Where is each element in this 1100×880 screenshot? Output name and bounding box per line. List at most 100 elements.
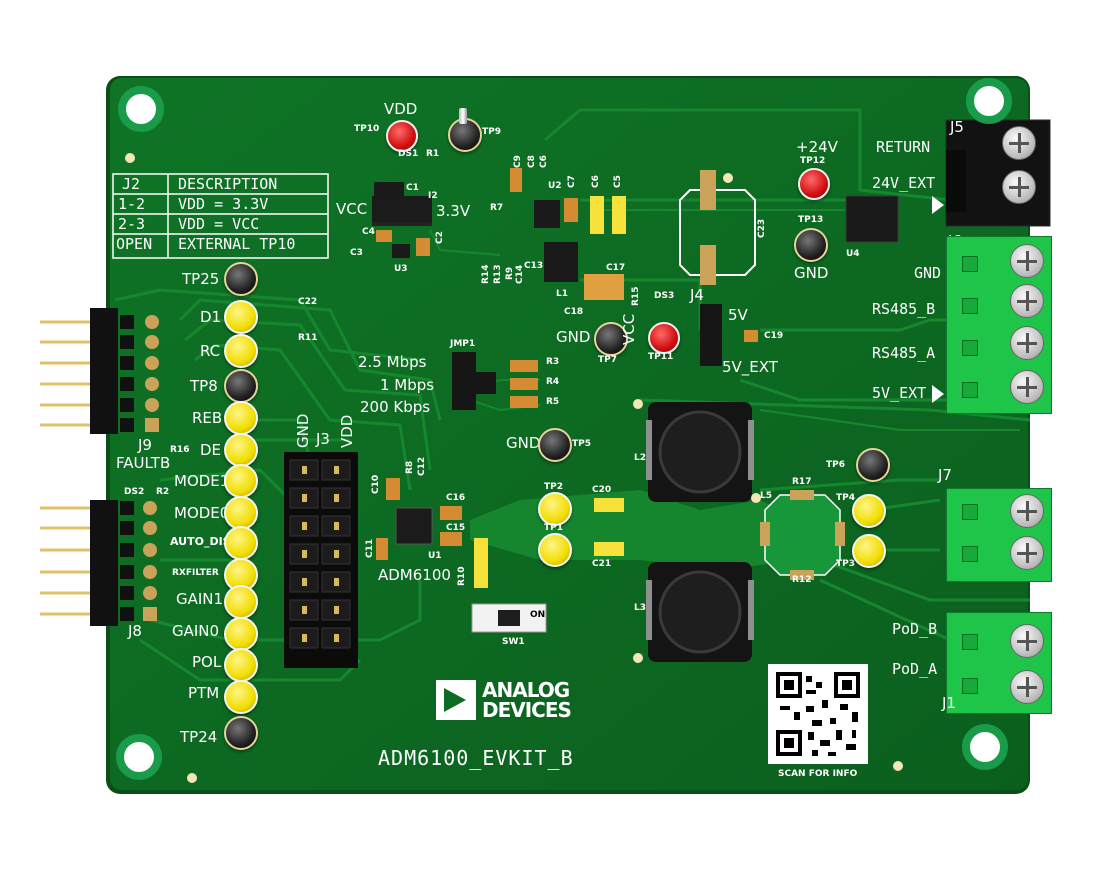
refdes-r3: R3 xyxy=(546,357,560,367)
label-gain0: GAIN0 xyxy=(172,622,220,640)
screw-j5-2[interactable] xyxy=(1002,170,1036,204)
label-tp7: TP7 xyxy=(598,355,617,365)
test-point-tp13[interactable] xyxy=(794,228,828,262)
refdes-c5: C5 xyxy=(613,175,623,188)
test-point-tp7[interactable] xyxy=(594,322,628,356)
label-j3-vdd: VDD xyxy=(338,414,356,448)
table-row-1-value: VDD = 3.3V xyxy=(178,195,269,213)
board-name: ADM6100_EVKIT_B xyxy=(378,746,574,770)
refdes-u2: U2 xyxy=(548,181,562,191)
table-row-3-value: EXTERNAL TP10 xyxy=(178,235,296,253)
label-de: DE xyxy=(200,441,222,459)
test-point-tp12[interactable] xyxy=(798,168,830,200)
refdes-u3: U3 xyxy=(394,264,408,274)
tab-j6-2 xyxy=(962,298,978,314)
label-24v-ext: 24V_EXT xyxy=(872,174,936,192)
test-point-tp1[interactable] xyxy=(538,533,572,567)
label-j6-gnd: GND xyxy=(914,264,942,282)
test-point-gain0[interactable] xyxy=(224,617,258,651)
test-point-gain1[interactable] xyxy=(224,585,258,619)
screw-j7-2[interactable] xyxy=(1010,536,1044,570)
test-point-auto-dis[interactable] xyxy=(224,526,258,560)
label-sw1: SW1 xyxy=(502,637,525,647)
refdes-r2: R2 xyxy=(156,487,170,497)
screw-j6-3[interactable] xyxy=(1010,326,1044,360)
label-mode0: MODE0 xyxy=(174,504,230,522)
tab-j6-3 xyxy=(962,340,978,356)
mounting-hole-bottom-left xyxy=(116,734,162,780)
refdes-r13: R13 xyxy=(493,264,503,284)
screw-j6-2[interactable] xyxy=(1010,284,1044,318)
label-rate-2-5mbps: 2.5 Mbps xyxy=(358,353,427,371)
refdes-r16: R16 xyxy=(170,445,190,455)
test-point-tp24[interactable] xyxy=(224,716,258,750)
label-tp25: TP25 xyxy=(182,270,220,288)
label-tp1: TP1 xyxy=(544,523,563,533)
screw-j6-4[interactable] xyxy=(1010,370,1044,404)
label-faultb: FAULTB xyxy=(116,454,171,472)
test-point-reb[interactable] xyxy=(224,401,258,435)
label-auto-dis: AUTO_DIS xyxy=(170,535,231,548)
refdes-c15: C15 xyxy=(446,523,466,533)
refdes-c19: C19 xyxy=(764,331,784,341)
table-row-2-key: 2-3 xyxy=(118,215,146,233)
screw-j6-1[interactable] xyxy=(1010,244,1044,278)
label-rate-1mbps: 1 Mbps xyxy=(380,376,435,394)
refdes-c8: C8 xyxy=(527,155,537,168)
screw-j1-2[interactable] xyxy=(1010,670,1044,704)
test-point-mode1[interactable] xyxy=(224,464,258,498)
refdes-c1: C1 xyxy=(406,183,419,193)
pin-header-j9 xyxy=(40,308,159,434)
mounting-hole-top-left xyxy=(118,86,164,132)
test-point-ptm[interactable] xyxy=(224,680,258,714)
tab-j1-2 xyxy=(962,678,978,694)
test-point-tp25[interactable] xyxy=(224,262,258,296)
refdes-r5: R5 xyxy=(546,397,560,407)
refdes-u1: U1 xyxy=(428,551,442,561)
screw-j7-1[interactable] xyxy=(1010,494,1044,528)
test-point-tp2[interactable] xyxy=(538,492,572,526)
label-5v-ext: 5V_EXT xyxy=(872,384,927,402)
test-point-tp10[interactable] xyxy=(386,120,418,152)
label-pol: POL xyxy=(192,653,222,671)
switch-sw1[interactable] xyxy=(471,603,547,633)
label-j2-vcc: VCC xyxy=(336,200,368,218)
logo-analog: ANALOG xyxy=(482,678,570,702)
refdes-r14: R14 xyxy=(481,264,491,284)
test-point-pol[interactable] xyxy=(224,648,258,682)
refdes-r8: R8 xyxy=(405,460,415,474)
test-point-rc[interactable] xyxy=(224,334,258,368)
refdes-l5: L5 xyxy=(760,491,772,501)
c23-footprint xyxy=(679,170,756,285)
test-point-tp11[interactable] xyxy=(648,322,680,354)
label-pod-b: PoD_B xyxy=(892,620,938,638)
test-point-tp3[interactable] xyxy=(852,534,886,568)
label-tp9: TP9 xyxy=(482,127,501,137)
test-point-de[interactable] xyxy=(224,433,258,467)
test-point-mode0[interactable] xyxy=(224,496,258,530)
vias xyxy=(125,153,903,783)
jumper-table-frame xyxy=(112,173,329,259)
ic-u2 xyxy=(534,200,560,228)
refdes-c13: C13 xyxy=(524,261,544,271)
test-point-tp5[interactable] xyxy=(538,428,572,462)
refdes-r7: R7 xyxy=(490,203,504,213)
test-point-tp8[interactable] xyxy=(224,369,258,403)
refdes-r1: R1 xyxy=(426,149,440,159)
test-point-tp6[interactable] xyxy=(856,448,890,482)
label-rxfilter: RXFILTER xyxy=(172,568,219,578)
label-d1: D1 xyxy=(200,308,222,326)
screw-j5-1[interactable] xyxy=(1002,126,1036,160)
screw-j1-1[interactable] xyxy=(1010,624,1044,658)
refdes-c6-top: C6 xyxy=(539,155,549,168)
test-point-tp4[interactable] xyxy=(852,494,886,528)
label-rate-200kbps: 200 Kbps xyxy=(360,398,431,416)
test-point-d1[interactable] xyxy=(224,300,258,334)
label-j5: J5 xyxy=(950,118,964,136)
refdes-r9: R9 xyxy=(505,266,515,280)
jumper-blocks xyxy=(372,196,722,410)
refdes-c22: C22 xyxy=(298,297,318,307)
cap-c17 xyxy=(584,274,624,300)
tab-j7-2 xyxy=(962,546,978,562)
